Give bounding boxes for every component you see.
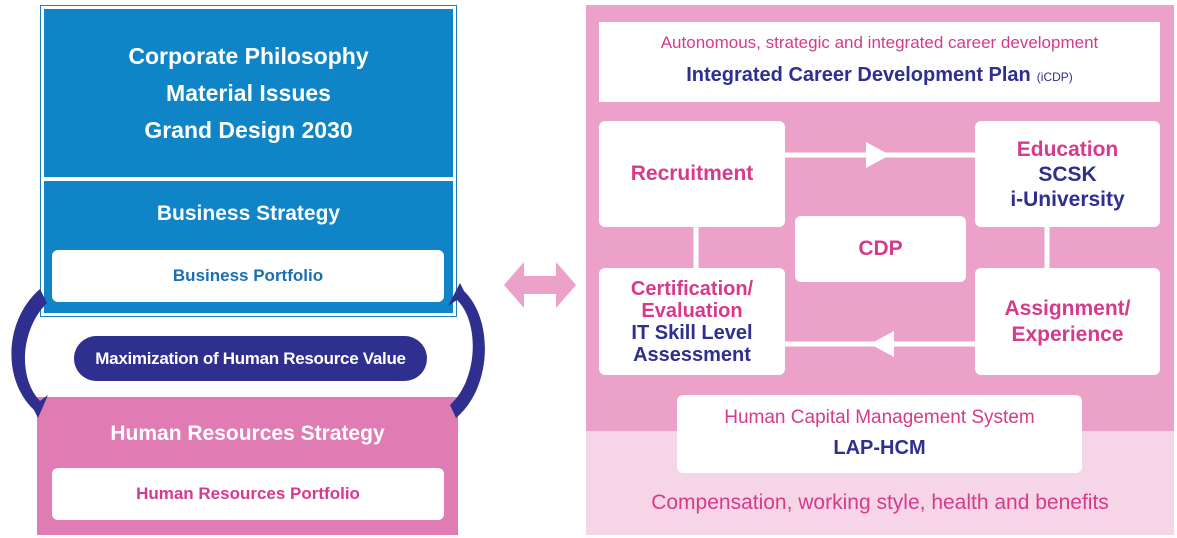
- certification-line-2: Evaluation: [641, 299, 743, 322]
- certification-line-1: Certification/: [630, 277, 754, 300]
- assignment-line-1: Assignment/: [1004, 296, 1131, 320]
- philosophy-line-1: Corporate Philosophy: [128, 42, 369, 69]
- education-label: Education: [1016, 137, 1119, 161]
- recruitment-box: Recruitment: [599, 121, 785, 227]
- certification-line-4: Assessment: [633, 343, 751, 366]
- assignment-box: Assignment/ Experience: [975, 268, 1160, 375]
- certification-box: Certification/ Evaluation IT Skill Level…: [599, 268, 785, 375]
- hr-portfolio-box: Human Resources Portfolio: [52, 468, 444, 520]
- assignment-line-2: Experience: [1011, 322, 1124, 346]
- icdp-title-text: Integrated Career Development Plan: [686, 63, 1031, 86]
- business-portfolio-box: Business Portfolio: [52, 250, 444, 302]
- icdp-box: [599, 22, 1160, 102]
- education-box: Education SCSK i-University: [975, 121, 1160, 227]
- philosophy-box: Corporate Philosophy Material Issues Gra…: [44, 9, 453, 177]
- hcm-system-name: LAP-HCM: [833, 436, 926, 459]
- hr-strategy-title: Human Resources Strategy: [110, 422, 385, 445]
- curved-arrow-down-icon: [11, 289, 48, 418]
- cdp-box: CDP: [795, 216, 966, 282]
- hcm-title: Human Capital Management System: [724, 407, 1035, 428]
- philosophy-line-3: Grand Design 2030: [144, 116, 353, 143]
- double-arrow-icon: [504, 262, 576, 308]
- icdp-subtitle: Autonomous, strategic and integrated car…: [660, 33, 1099, 52]
- education-line-1: SCSK: [1038, 162, 1097, 186]
- hcm-box: [677, 395, 1082, 473]
- curved-arrow-up-icon: [448, 283, 485, 418]
- maximization-pill: Maximization of Human Resource Value: [74, 336, 427, 381]
- arrow-right-icon: [866, 142, 890, 168]
- compensation-text: Compensation, working style, health and …: [651, 491, 1109, 514]
- education-line-2: i-University: [1010, 187, 1125, 211]
- philosophy-line-2: Material Issues: [166, 79, 331, 106]
- business-strategy-title: Business Strategy: [156, 202, 341, 225]
- icdp-abbr: (iCDP): [1036, 69, 1073, 84]
- arrow-left-icon: [870, 331, 894, 357]
- certification-line-3: IT Skill Level: [631, 321, 753, 344]
- icdp-title: Integrated Career Development Plan (iCDP): [599, 60, 1160, 90]
